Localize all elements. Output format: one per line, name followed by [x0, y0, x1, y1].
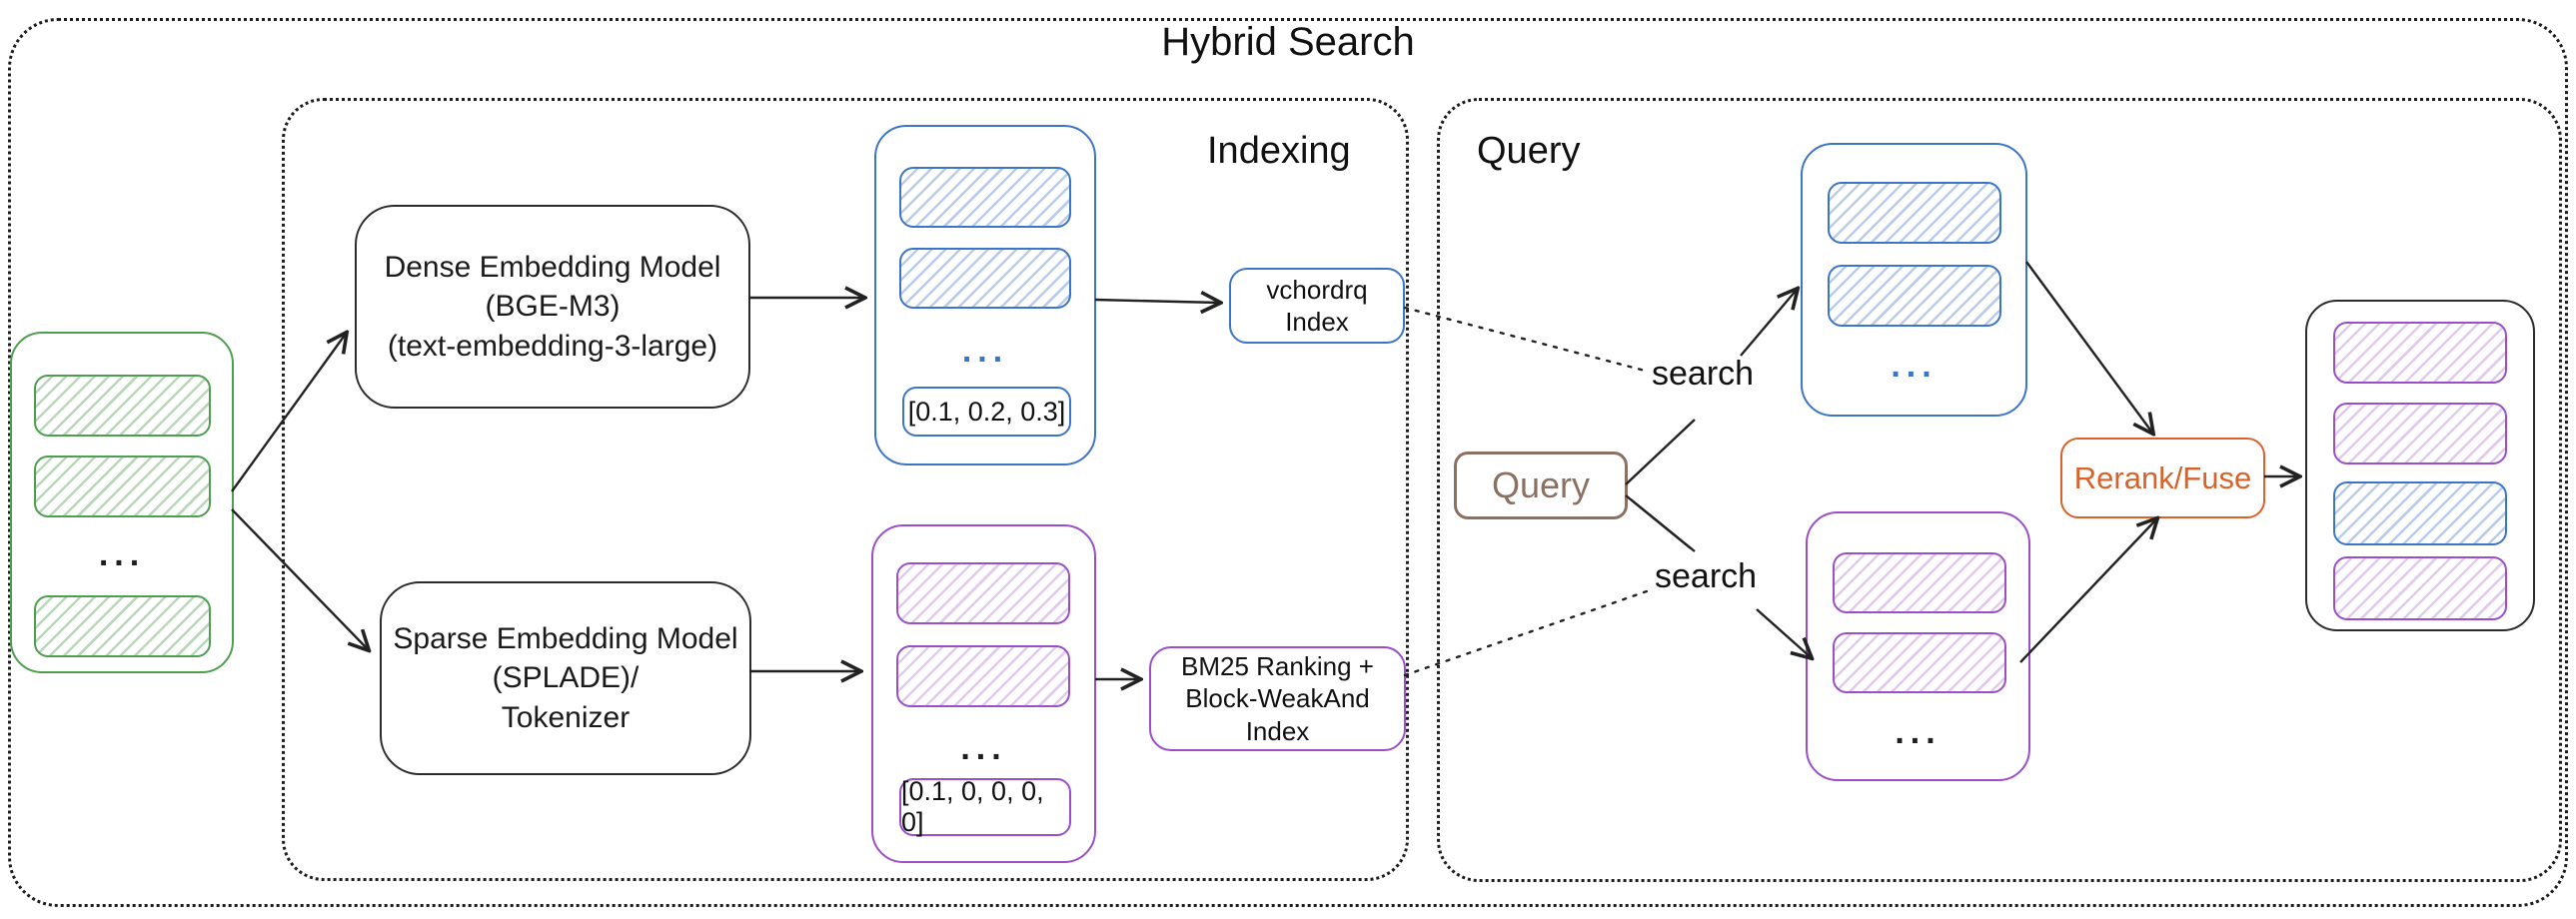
- merged-results-box: [2305, 300, 2535, 631]
- sparse-results-box: ...: [1806, 511, 2030, 781]
- dense-results-box: ...: [1801, 143, 2027, 417]
- doc-chunk: [34, 456, 211, 517]
- query-node: Query: [1454, 452, 1628, 519]
- bm25-index-node: BM25 Ranking + Block-WeakAnd Index: [1149, 646, 1406, 751]
- dense-vector-value: [0.1, 0.2, 0.3]: [902, 387, 1071, 437]
- merged-result-chunk: [2333, 481, 2507, 545]
- sparse-vectors-box: ... [0.1, 0, 0, 0, 0]: [871, 524, 1096, 863]
- dense-model-line1: Dense Embedding Model: [384, 250, 721, 284]
- vchordrq-index-line2: Index: [1285, 307, 1349, 337]
- sparse-model-line1: Sparse Embedding Model: [393, 621, 738, 655]
- bm25-index-line2: Block-WeakAnd Index: [1185, 683, 1370, 746]
- merged-result-chunk: [2333, 556, 2507, 620]
- diagram-title: Hybrid Search: [1161, 20, 1415, 64]
- doc-chunk: [34, 375, 211, 437]
- sparse-model-line3: Tokenizer: [501, 700, 631, 734]
- sparse-vector-chunk: [896, 562, 1070, 624]
- dense-vectors-ellipsis: ...: [961, 332, 1009, 370]
- dense-results-ellipsis: ...: [1891, 347, 1937, 385]
- hybrid-search-container: [8, 18, 2568, 907]
- vchordrq-index-line1: vchordrq: [1266, 274, 1368, 305]
- source-documents-box: ...: [10, 332, 234, 673]
- docs-ellipsis: ...: [98, 535, 146, 573]
- dense-vectors-box: ... [0.1, 0.2, 0.3]: [874, 125, 1096, 465]
- vchordrq-index-node: vchordrq Index: [1229, 268, 1405, 344]
- dense-result-chunk: [1828, 265, 2001, 327]
- dense-vector-chunk: [899, 248, 1071, 309]
- bm25-index-line1: BM25 Ranking +: [1181, 650, 1374, 681]
- query-section: [1437, 98, 2562, 882]
- sparse-vector-value: [0.1, 0, 0, 0, 0]: [899, 776, 1071, 837]
- dense-model-line3: (text-embedding-3-large): [387, 329, 718, 363]
- query-section-label: Query: [1477, 130, 1581, 172]
- merged-result-chunk: [2333, 403, 2507, 464]
- sparse-results-ellipsis: ...: [1895, 713, 1941, 751]
- dense-model-line2: (BGE-M3): [485, 290, 621, 324]
- search-sparse-label: search: [1655, 557, 1758, 595]
- dense-vector-chunk: [899, 167, 1071, 228]
- dense-result-chunk: [1828, 182, 2001, 244]
- sparse-vectors-ellipsis: ...: [960, 729, 1007, 767]
- dense-embedding-model-node: Dense Embedding Model (BGE-M3) (text-emb…: [355, 205, 750, 409]
- sparse-result-chunk: [1833, 552, 2006, 613]
- indexing-section-label: Indexing: [1207, 130, 1351, 172]
- doc-chunk: [34, 595, 211, 657]
- sparse-vector-chunk: [896, 645, 1070, 707]
- search-dense-label: search: [1652, 355, 1755, 393]
- sparse-result-chunk: [1833, 632, 2006, 693]
- sparse-embedding-model-node: Sparse Embedding Model (SPLADE)/ Tokeniz…: [380, 581, 751, 775]
- sparse-model-line2: (SPLADE)/: [492, 661, 640, 695]
- merged-result-chunk: [2333, 322, 2507, 384]
- rerank-fuse-node: Rerank/Fuse: [2060, 438, 2265, 518]
